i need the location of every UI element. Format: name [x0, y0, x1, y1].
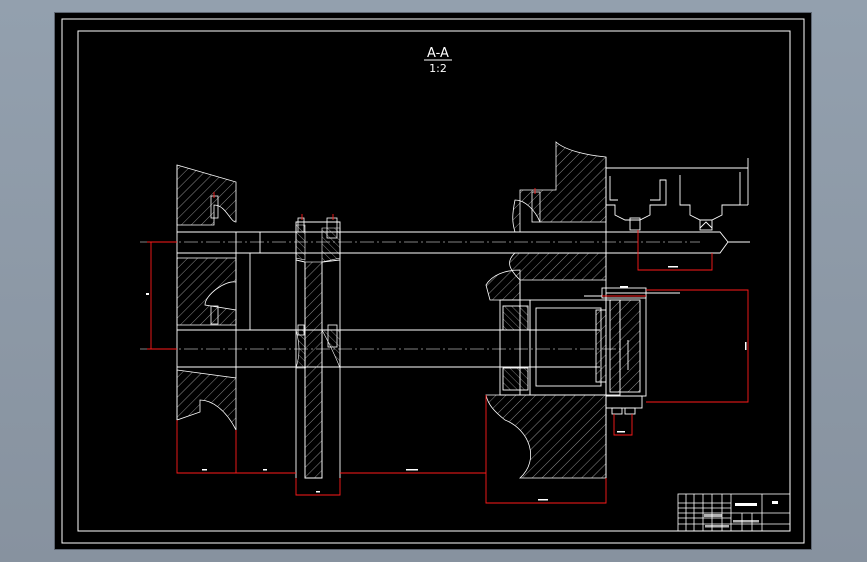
middle-gear-plate: [295, 217, 341, 479]
section-label: A-A 1:2: [424, 46, 452, 75]
cad-drawing: A-A 1:2: [61, 18, 805, 544]
dimension-ticks: [146, 266, 747, 501]
drawing-frame: [61, 18, 805, 544]
shafts: [140, 231, 700, 378]
section-title: A-A: [427, 46, 449, 61]
dimension-lines: [147, 188, 749, 504]
title-block: [677, 493, 791, 532]
section-scale: 1:2: [429, 62, 447, 75]
bearing-assembly: [499, 287, 680, 415]
drawing-sheet[interactable]: A-A 1:2: [55, 13, 811, 549]
top-right-electrodes: [605, 158, 750, 254]
right-housing: [485, 141, 607, 479]
left-housing: [176, 164, 237, 431]
